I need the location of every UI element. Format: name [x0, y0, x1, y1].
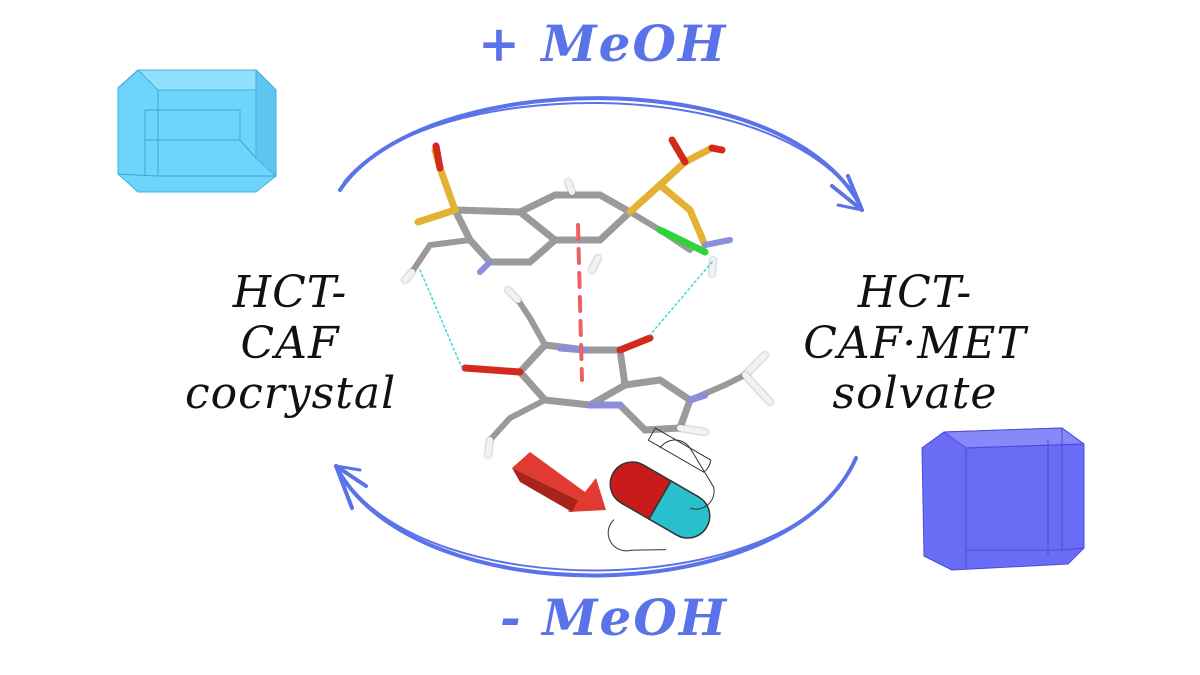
capsule-icon	[609, 427, 712, 539]
hct-molecule	[402, 136, 733, 283]
molecular-structure	[402, 136, 773, 458]
cocrystal-label: HCT-CAF cocrystal	[185, 267, 397, 420]
solvate-name: HCT-CAF·MET	[803, 267, 1027, 369]
add-methanol-label: + MeOH	[478, 14, 728, 73]
cocrystal-type: cocrystal	[185, 368, 397, 420]
remove-methanol-label: - MeOH	[500, 588, 729, 647]
top-curved-arrow	[338, 96, 864, 212]
hydrogen-bond-left	[419, 269, 463, 369]
hydrogen-bond-right	[649, 261, 713, 336]
caf-molecule	[461, 287, 773, 458]
left-crystal	[117, 69, 277, 193]
red-arrow	[512, 452, 606, 512]
solvate-label: HCT-CAF·MET solvate	[760, 267, 1070, 420]
cocrystal-name: HCT-CAF	[232, 267, 348, 369]
solvate-type: solvate	[832, 368, 998, 420]
pi-stacking-line	[576, 223, 584, 382]
bottom-curved-arrow	[334, 456, 858, 578]
capsule-outline	[607, 439, 715, 552]
right-crystal	[921, 427, 1085, 571]
